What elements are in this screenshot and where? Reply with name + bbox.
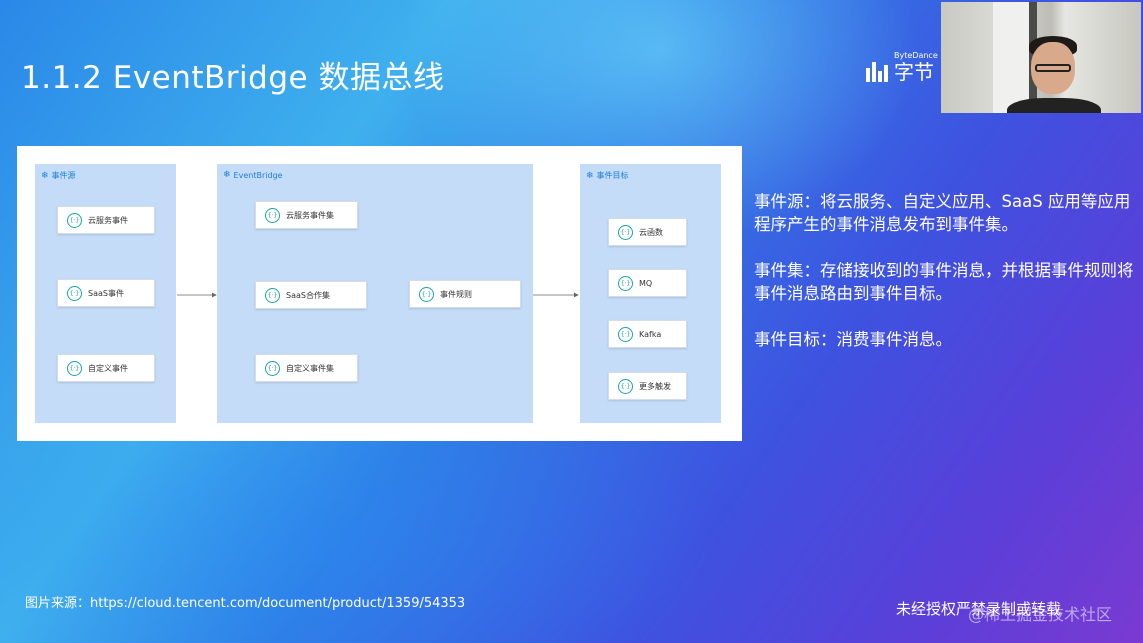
event-icon: {·} <box>618 378 633 394</box>
image-source-caption: 图片来源：https://cloud.tencent.com/document/… <box>25 596 466 611</box>
slide-title: 1.1.2 EventBridge 数据总线 <box>21 60 445 96</box>
event-icon: {·} <box>265 287 280 303</box>
desc-event-bus: 事件集：存储接收到的事件消息，并根据事件规则将事件消息路由到事件目标。 <box>754 261 1134 303</box>
watermark: @稀土掘金技术社区 <box>968 605 1113 624</box>
snowflake-icon: ❄ <box>41 170 49 181</box>
event-icon: {·} <box>265 207 280 223</box>
node-custom-event-bus: {·} 自定义事件集 <box>255 354 358 382</box>
event-icon: {·} <box>618 326 633 342</box>
event-icon: {·} <box>419 286 434 302</box>
node-target-kafka: {·} Kafka <box>608 320 687 348</box>
logo-english-text: ByteDance <box>894 51 938 60</box>
snowflake-icon: ❄ <box>586 170 594 181</box>
event-icon: {·} <box>67 212 82 228</box>
node-label: 云服务事件集 <box>286 210 334 220</box>
panel-title-sources: 事件源 <box>51 171 76 180</box>
node-label: 更多触发 <box>639 381 671 391</box>
panel-title-eventbridge: EventBridge <box>233 170 283 180</box>
desc-event-target: 事件目标：消费事件消息。 <box>754 330 952 349</box>
logo-bars-icon <box>866 62 888 82</box>
node-label: MQ <box>639 278 653 288</box>
event-icon: {·} <box>265 360 280 376</box>
node-label: 自定义事件 <box>88 363 128 373</box>
panel-title-targets: 事件目标 <box>596 171 629 180</box>
node-label: 自定义事件集 <box>286 363 334 373</box>
node-custom-event: {·} 自定义事件 <box>57 354 155 382</box>
node-label: Kafka <box>639 329 662 339</box>
node-target-more-triggers: {·} 更多触发 <box>608 372 687 400</box>
bytedance-logo: ByteDance 字节 <box>866 52 938 82</box>
webcam-overlay <box>941 2 1141 113</box>
copyright-notice: 未经授权严禁录制或转载 <box>896 600 1062 618</box>
eventbridge-diagram: ❄ 事件源 ❄ EventBridge ❄ 事件目标 {·} 云服务事件 {·}… <box>17 146 742 441</box>
node-label: SaaS事件 <box>88 288 124 298</box>
node-label: SaaS合作集 <box>286 290 330 300</box>
snowflake-icon: ❄ <box>223 170 231 180</box>
node-saas-partner-bus: {·} SaaS合作集 <box>255 281 367 309</box>
node-label: 事件规则 <box>440 289 472 299</box>
desc-event-source: 事件源：将云服务、自定义应用、SaaS 应用等应用程序产生的事件消息发布到事件集… <box>754 192 1131 234</box>
event-icon: {·} <box>618 224 633 240</box>
node-label: 云服务事件 <box>88 215 128 225</box>
logo-chinese-text: 字节 <box>894 60 934 84</box>
node-event-rule: {·} 事件规则 <box>409 280 521 308</box>
node-saas-event: {·} SaaS事件 <box>57 279 155 307</box>
event-icon: {·} <box>67 360 82 376</box>
node-target-cloud-function: {·} 云函数 <box>608 218 687 246</box>
event-icon: {·} <box>67 285 82 301</box>
event-icon: {·} <box>618 275 633 291</box>
node-cloud-service-event-bus: {·} 云服务事件集 <box>255 201 358 229</box>
node-target-mq: {·} MQ <box>608 269 687 297</box>
description: 事件源：将云服务、自定义应用、SaaS 应用等应用程序产生的事件消息发布到事件集… <box>754 190 1134 374</box>
node-cloud-service-event: {·} 云服务事件 <box>57 206 155 234</box>
node-label: 云函数 <box>639 227 663 237</box>
